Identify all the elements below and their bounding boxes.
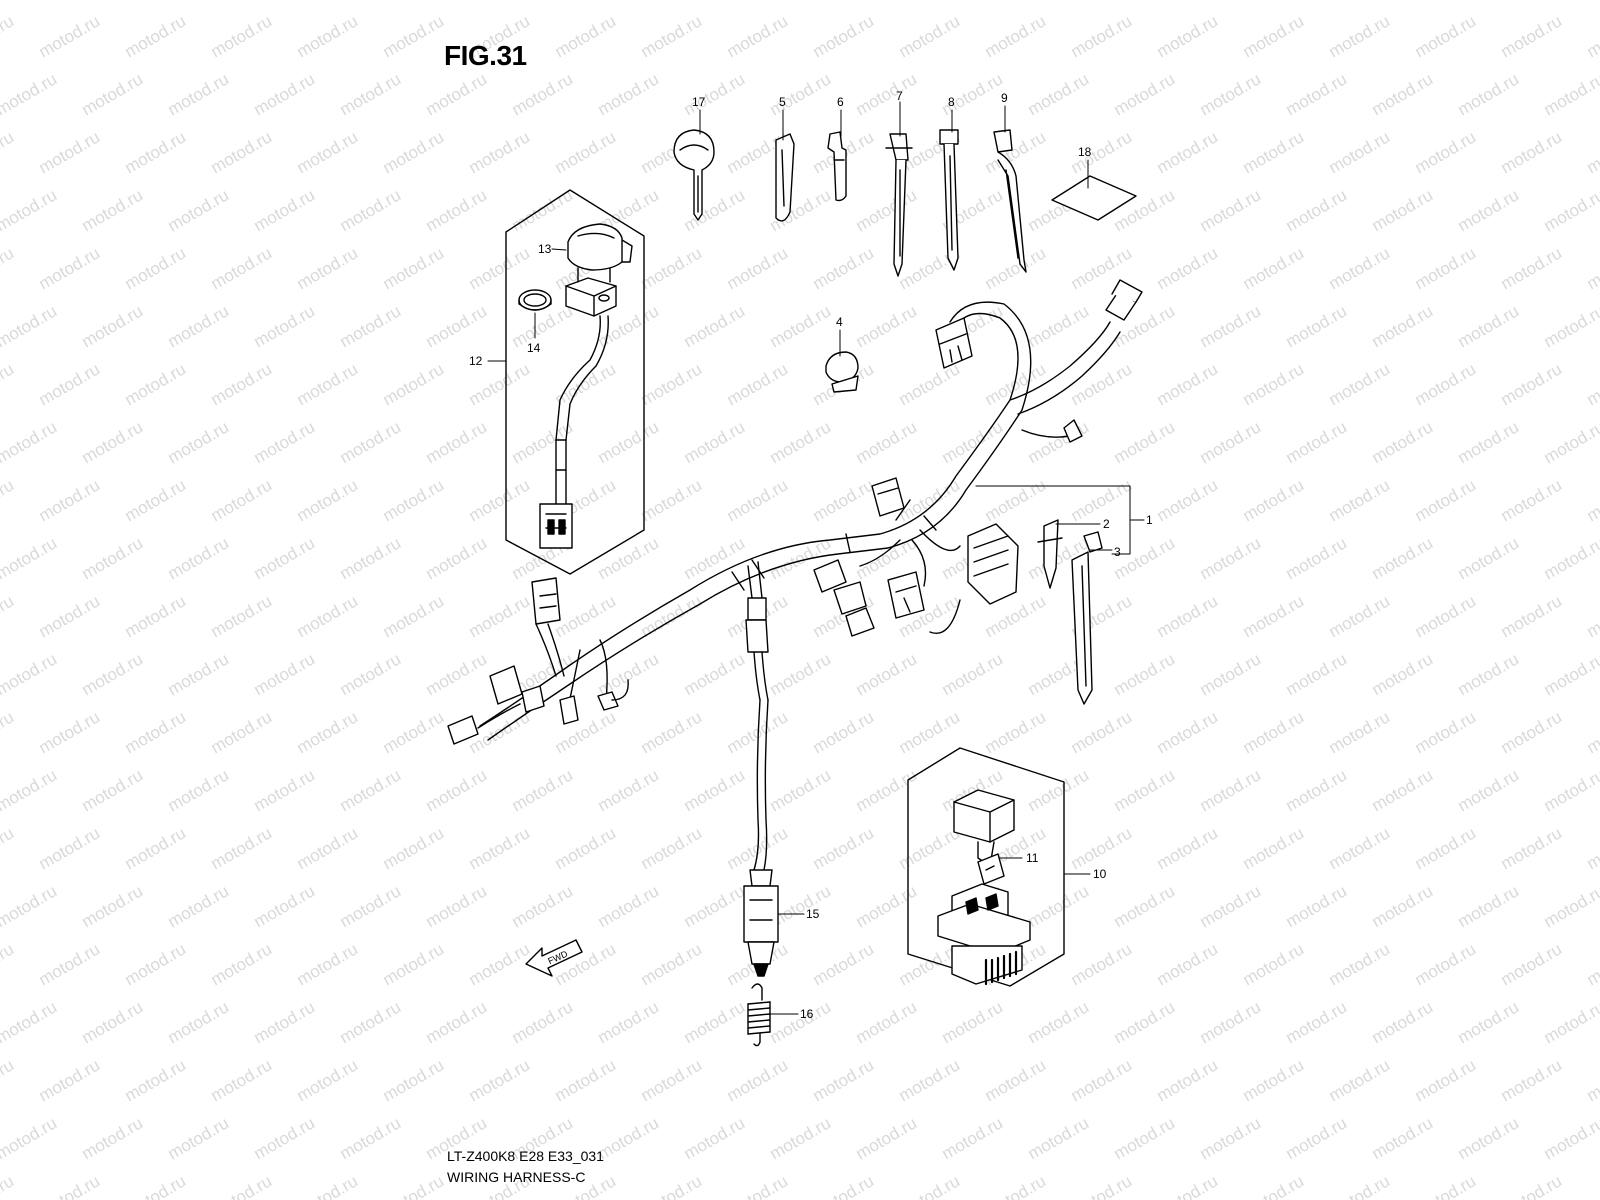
callout-5: 5 [779,95,786,109]
callout-13: 13 [538,242,552,256]
callout-2: 2 [1103,517,1110,531]
label-sheet [1051,175,1137,221]
relay-set-kit [907,747,1065,987]
figure-caption: WIRING HARNESS-C [447,1169,586,1185]
callout-labels: 17 5 6 7 8 9 18 13 14 12 4 1 2 3 11 10 1… [469,89,1153,1021]
main-wiring-harness [447,279,1143,745]
callout-1: 1 [1146,513,1153,527]
callout-8: 8 [948,95,955,109]
cable-tie-3 [1071,531,1103,705]
relay-kit-boundary-box [907,747,1065,987]
callout-3: 3 [1114,545,1121,559]
cable-tie-9 [993,129,1027,273]
lock-nut [518,289,552,311]
forward-direction-arrow: FWD [525,939,583,977]
relay-cover [953,789,1015,867]
callout-4: 4 [836,315,843,329]
callout-10: 10 [1093,867,1107,881]
ignition-key [673,129,715,221]
switch-lead-wire [539,315,609,549]
callout-6: 6 [837,95,844,109]
cable-tie-7 [885,133,913,277]
fuse-11 [977,853,1005,885]
figure-title: FIG.31 [444,40,527,71]
clamp-4 [825,351,859,393]
cable-tie-8 [939,129,959,271]
callout-17: 17 [692,95,706,109]
ignition-switch-kit [505,189,645,575]
clamp-2 [1037,519,1063,589]
callout-14: 14 [527,341,541,355]
callout-7: 7 [896,89,903,103]
clamp-6 [827,131,847,202]
ignition-switch [565,223,633,317]
callout-15: 15 [806,907,820,921]
callout-16: 16 [800,1007,814,1021]
model-code: LT-Z400K8 E28 E33_031 [447,1148,604,1164]
sensor-15 [743,699,779,977]
callout-11: 11 [1026,851,1039,865]
callout-18: 18 [1078,145,1092,159]
callout-12: 12 [469,354,483,368]
leader-lines [487,101,1145,1015]
kit-boundary-box [505,189,645,575]
spring-16 [747,983,771,1047]
callout-9: 9 [1001,91,1008,105]
relay-unit [937,883,1031,986]
clamp-5 [775,133,795,222]
